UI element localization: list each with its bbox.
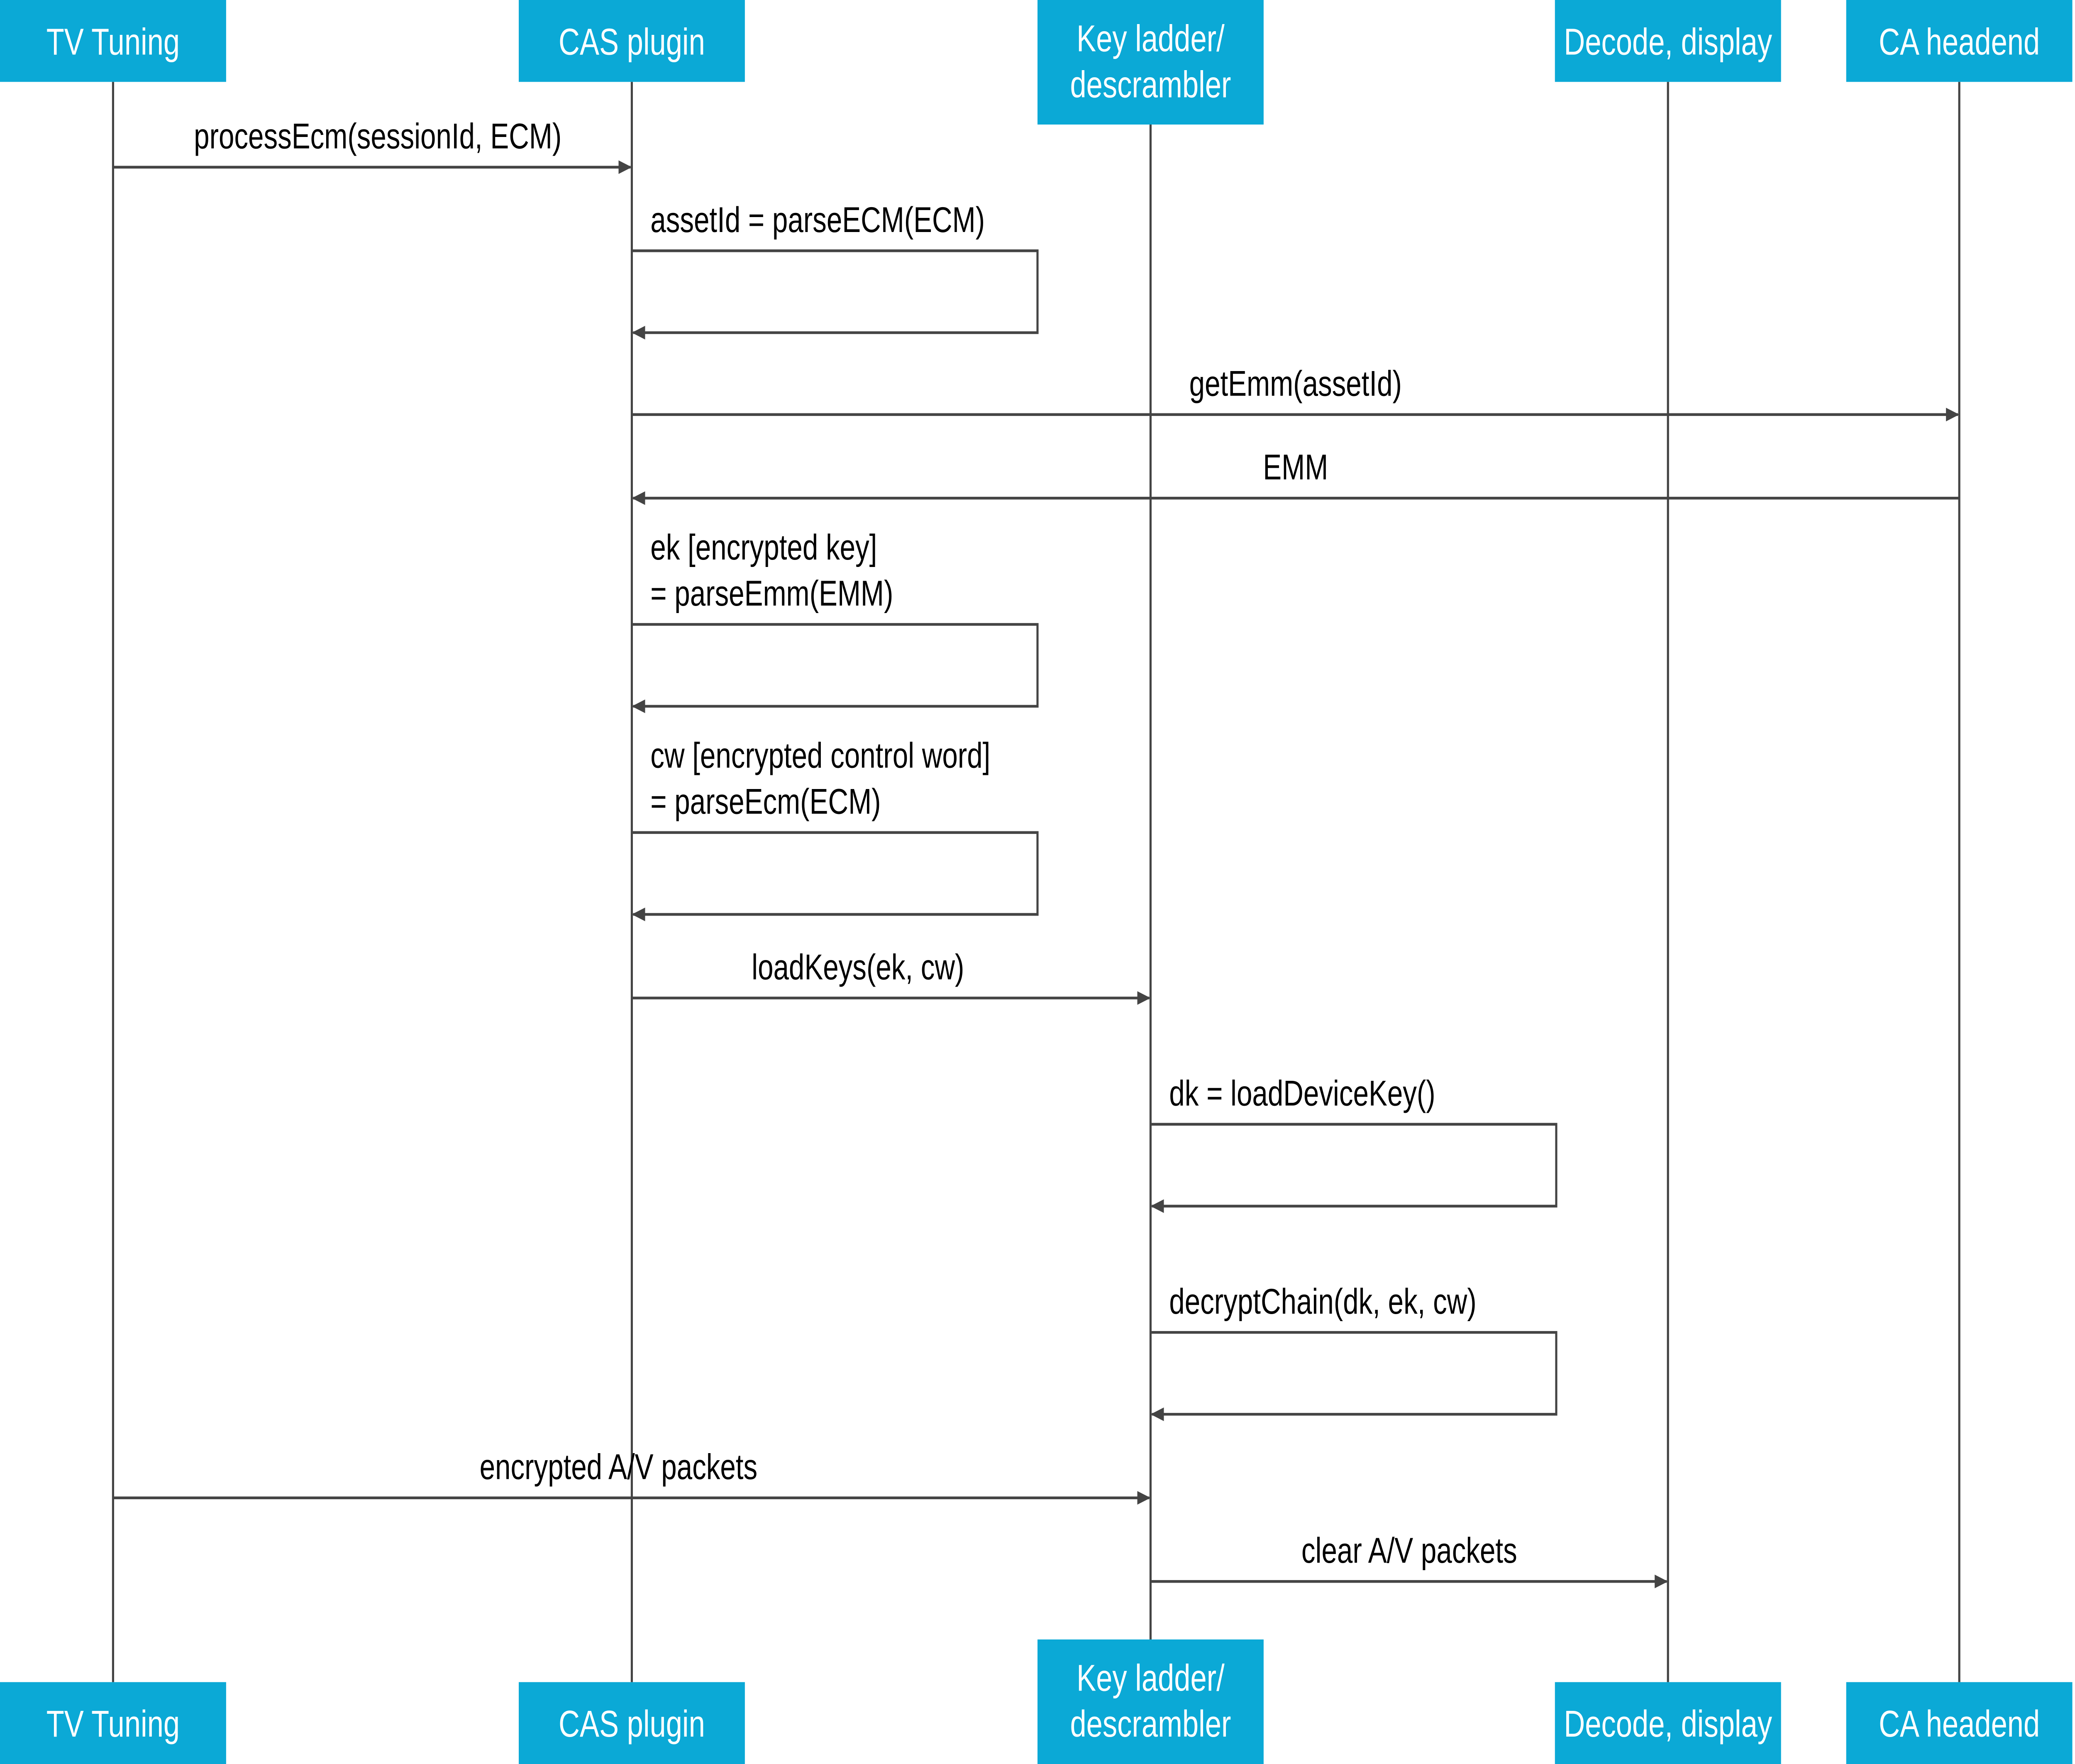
participant-label: Key ladder/: [1077, 18, 1225, 59]
message-label: cw [encrypted control word]: [650, 736, 990, 776]
participant-box: [1846, 0, 2073, 82]
message-label: loadKeys(ek, cw): [752, 947, 964, 987]
self-call-arrow: [1150, 1123, 1557, 1213]
message-dk-loaddevicekey: dk = loadDeviceKey(): [1150, 1073, 1557, 1213]
message-assetid-parseecm-ecm: assetId = parseECM(ECM): [632, 200, 1039, 340]
message-processecm-sessionid-ecm: processEcm(sessionId, ECM): [113, 117, 632, 174]
self-call-arrow: [632, 623, 1039, 713]
message-label: getEmm(assetId): [1189, 364, 1402, 404]
messages: processEcm(sessionId, ECM) assetId = pars…: [113, 117, 1960, 1588]
participant-label: TV Tuning: [46, 1703, 180, 1745]
participant-label: CAS plugin: [559, 1703, 705, 1745]
participant-tv-tuning-bottom: TV Tuning: [0, 1682, 226, 1764]
message-label: processEcm(sessionId, ECM): [194, 117, 561, 156]
participant-box: [1038, 0, 1264, 125]
message-label: = parseEcm(ECM): [650, 782, 881, 822]
message-encrypted-a-v-packets: encrypted A/V packets: [113, 1447, 1151, 1505]
participant-box: [1846, 1682, 2073, 1764]
participant-label: Key ladder/: [1077, 1657, 1225, 1699]
participant-cas-plugin-bottom: CAS plugin: [519, 1682, 745, 1764]
message-label: decryptChain(dk, ek, cw): [1169, 1282, 1476, 1322]
participant-label: CA headend: [1879, 21, 2040, 63]
message-label: encrypted A/V packets: [480, 1447, 758, 1487]
participant-label: CA headend: [1879, 1703, 2040, 1745]
participant-ca-headend-bottom: CA headend: [1846, 1682, 2073, 1764]
message-label: assetId = parseECM(ECM): [650, 200, 985, 240]
lifelines: [112, 82, 1960, 1682]
self-call-arrow: [632, 831, 1039, 921]
participant-label: descrambler: [1070, 1703, 1231, 1745]
participant-box: [0, 1682, 226, 1764]
participant-tv-tuning-top: TV Tuning: [0, 0, 226, 82]
message-getemm-assetid: getEmm(assetId): [632, 364, 1960, 422]
message-label: = parseEmm(EMM): [650, 574, 893, 613]
message-loadkeys-ek-cw: loadKeys(ek, cw): [632, 947, 1151, 1005]
participant-key-ladder-descrambler-top: Key ladder/descrambler: [1038, 0, 1264, 125]
participant-label: Decode, display: [1564, 1703, 1772, 1745]
participant-box: [519, 1682, 745, 1764]
participant-label: Decode, display: [1564, 21, 1772, 63]
participant-box: [519, 0, 745, 82]
participant-label: TV Tuning: [46, 21, 180, 63]
self-call-arrow: [1150, 1331, 1557, 1421]
message-label: ek [encrypted key]: [650, 528, 877, 567]
message-ek-encrypted-key-parseemm-emm: ek [encrypted key] = parseEmm(EMM): [632, 528, 1039, 713]
participant-box: [0, 0, 226, 82]
self-call-arrow: [632, 249, 1039, 340]
participant-ca-headend-top: CA headend: [1846, 0, 2073, 82]
message-clear-a-v-packets: clear A/V packets: [1150, 1531, 1668, 1588]
participant-box: [1038, 1639, 1264, 1764]
message-label: EMM: [1263, 447, 1328, 487]
message-emm: EMM: [632, 447, 1960, 505]
participant-box: [1555, 0, 1781, 82]
message-label: dk = loadDeviceKey(): [1169, 1073, 1435, 1113]
message-decryptchain-dk-ek-cw: decryptChain(dk, ek, cw): [1150, 1282, 1557, 1421]
message-label: clear A/V packets: [1301, 1531, 1517, 1571]
participant-key-ladder-descrambler-bottom: Key ladder/descrambler: [1038, 1639, 1264, 1764]
participant-label: descrambler: [1070, 64, 1231, 105]
participant-decode-display-top: Decode, display: [1555, 0, 1781, 82]
participant-label: CAS plugin: [559, 21, 705, 63]
participant-cas-plugin-top: CAS plugin: [519, 0, 745, 82]
participant-decode-display-bottom: Decode, display: [1555, 1682, 1781, 1764]
message-cw-encrypted-control-word-parseecm-ecm: cw [encrypted control word] = parseEcm(EC…: [632, 736, 1039, 921]
participant-box: [1555, 1682, 1781, 1764]
